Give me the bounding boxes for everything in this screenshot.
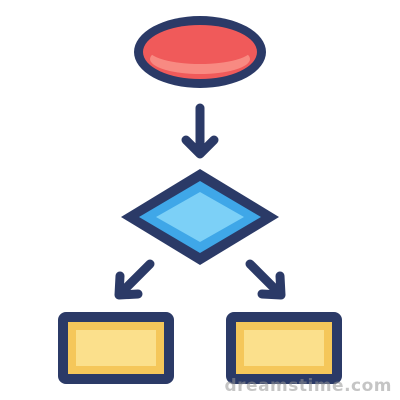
start-ellipse-node xyxy=(134,16,266,88)
watermark-text: dreamstime.com xyxy=(224,376,392,396)
left-process-rectangle-node xyxy=(58,312,174,384)
arrow-down-right-connector xyxy=(245,259,286,300)
right-process-rectangle-node xyxy=(226,312,342,384)
decision-diamond-node xyxy=(121,169,279,265)
arrow-down-left-connector xyxy=(114,259,155,300)
arrow-down-connector xyxy=(181,103,219,159)
